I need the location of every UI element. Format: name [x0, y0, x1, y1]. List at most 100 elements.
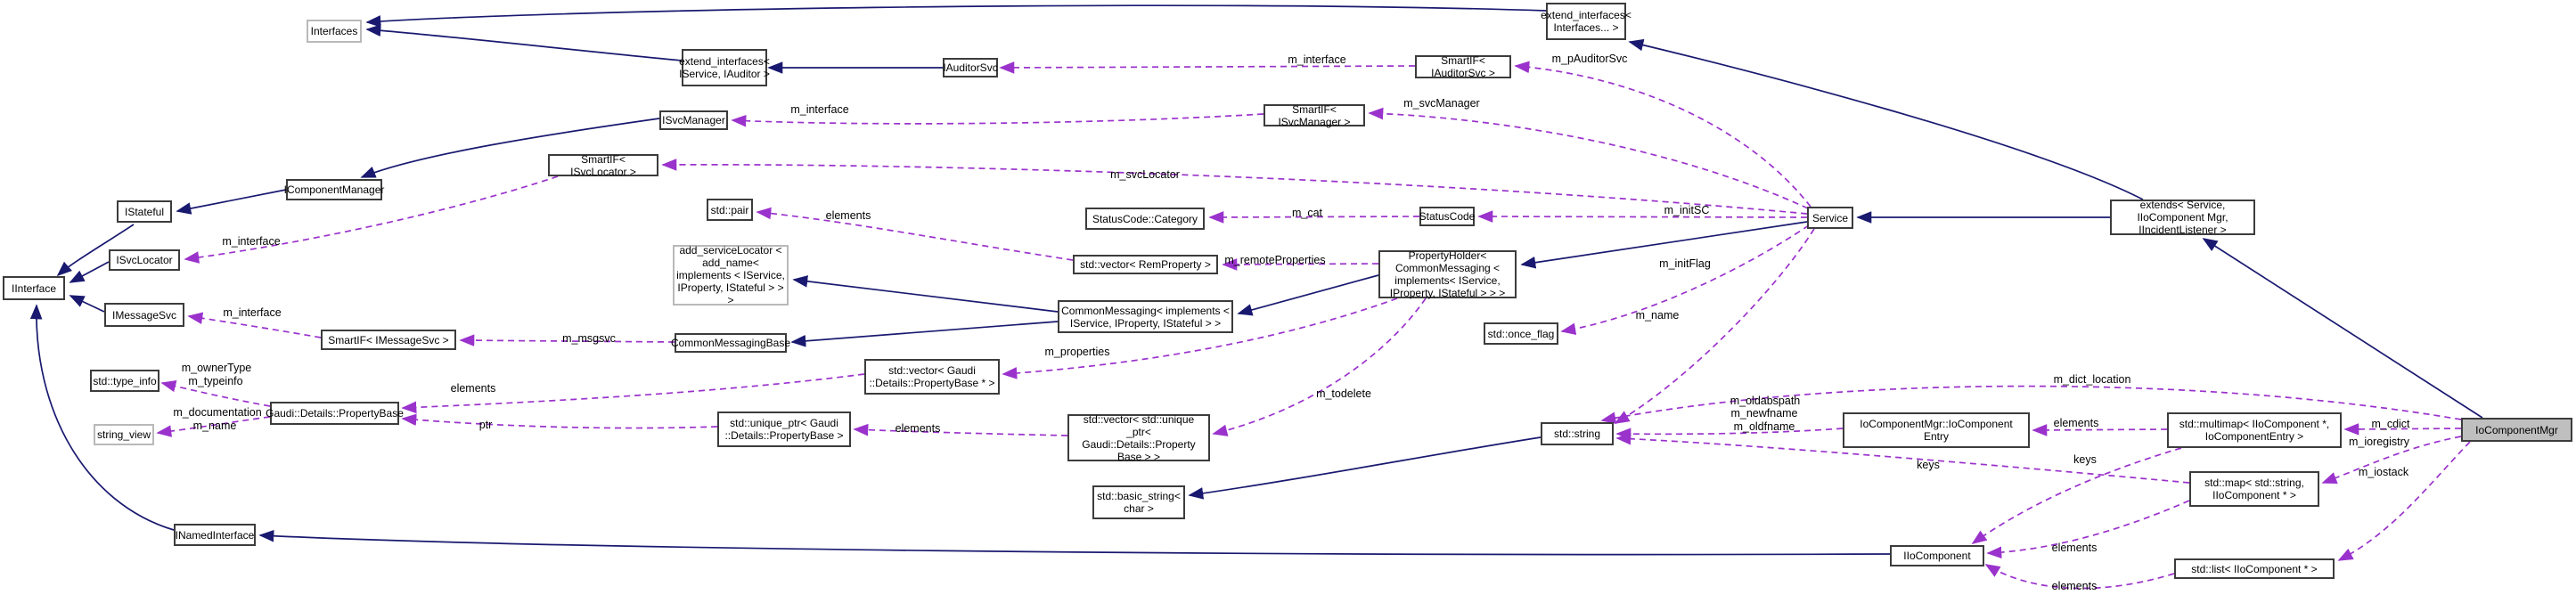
node-extend-interfaces-iservice-iauditor[interactable]: extend_interfaces< IService, IAuditor >: [679, 49, 770, 86]
node-interfaces[interactable]: Interfaces: [307, 20, 362, 43]
edge-label: m_svcLocator: [1110, 168, 1180, 181]
node-label: extends< Service, IIoComponent Mgr, IInc…: [2137, 199, 2228, 236]
node-add-servicelocator[interactable]: add_serviceLocator < add_name< implement…: [673, 244, 789, 306]
edge-label: keys: [1917, 459, 1940, 471]
node-iocomponentmgr[interactable]: IoComponentMgr: [2461, 418, 2572, 442]
node-label: IoComponentMgr::IoComponent Entry: [1860, 418, 2013, 443]
node-service[interactable]: Service: [1807, 207, 1853, 229]
node-icomponentmanager[interactable]: IComponentManager: [284, 179, 384, 200]
node-isvclocator[interactable]: ISvcLocator: [109, 249, 180, 271]
edge-smartifiauditorsvc-to-iauditorsvc: [999, 61, 1416, 74]
edge-multimap-to-iocomponententry: [2032, 424, 2168, 436]
edge-service-to-stdstring-mname: [1614, 228, 1815, 424]
node-std-map[interactable]: std::map< std::string, IIoComponent * >: [2189, 471, 2319, 507]
node-statuscode[interactable]: StatusCode: [1419, 207, 1475, 226]
node-commonmessaging[interactable]: CommonMessaging< implements < IService, …: [1058, 300, 1233, 333]
node-istateful[interactable]: IStateful: [117, 200, 172, 223]
node-label: std::vector< RemProperty >: [1080, 258, 1211, 271]
node-label: CommonMessagingBase: [670, 337, 791, 349]
node-string-view[interactable]: string_view: [94, 424, 154, 445]
node-vector-remproperty[interactable]: std::vector< RemProperty >: [1073, 255, 1218, 274]
node-label: IStateful: [124, 205, 165, 218]
node-vector-propertybase[interactable]: std::vector< Gaudi ::Details::PropertyBa…: [864, 359, 1000, 395]
node-iiocomponent[interactable]: IIoComponent: [1890, 545, 1984, 566]
edge-list-to-iiocomponent-elements: [1984, 564, 2175, 590]
node-vector-unique-ptr[interactable]: std::vector< std::unique _ptr< Gaudi::De…: [1067, 412, 1210, 463]
node-smartif-iauditorsvc[interactable]: SmartIF< IAuditorSvc >: [1415, 54, 1511, 79]
node-label: Gaudi::Details::PropertyBase: [266, 407, 404, 420]
node-label: std::vector< Gaudi ::Details::PropertyBa…: [869, 364, 995, 389]
node-propertyholder[interactable]: PropertyHolder< CommonMessaging < implem…: [1378, 249, 1517, 299]
node-commonmessagingbase[interactable]: CommonMessagingBase: [671, 333, 790, 353]
edge-service-to-smartifisvclocator: [661, 159, 1808, 215]
node-std-once-flag[interactable]: std::once_flag: [1484, 322, 1558, 345]
edge-label: ptr: [479, 419, 493, 431]
node-std-multimap[interactable]: std::multimap< IIoComponent *, IoCompone…: [2167, 412, 2342, 448]
edge-label: m_properties: [1045, 346, 1110, 358]
node-label: ISvcManager: [662, 114, 725, 126]
node-extend-interfaces-interfaces[interactable]: extend_interfaces< Interfaces... >: [1541, 3, 1631, 40]
edge-label: m_documentation: [173, 406, 261, 419]
edge-commonmessaging-to-commonmessagingbase: [790, 321, 1059, 347]
edge-iocomponentmgr-to-list: [2337, 441, 2471, 561]
node-inamedinterface[interactable]: INamedInterface: [174, 524, 256, 546]
node-iocomponententry[interactable]: IoComponentMgr::IoComponent Entry: [1843, 412, 2030, 448]
edge-label: m_name: [1636, 309, 1680, 322]
edge-label: m_typeinfo: [188, 375, 242, 387]
node-label: std::multimap< IIoComponent *, IoCompone…: [2179, 418, 2330, 443]
edge-iocomponentmgr-to-multimap: [2343, 423, 2462, 436]
edge-label: m_oldabspath: [1730, 395, 1801, 407]
node-std-basic-string[interactable]: std::basic_string< char >: [1092, 485, 1185, 519]
node-label: std::vector< std::unique _ptr< Gaudi::De…: [1082, 412, 1196, 463]
edge-service-to-onceflag: [1560, 224, 1810, 336]
node-extends-service-iiocomponentmgr[interactable]: extends< Service, IIoComponent Mgr, IInc…: [2110, 199, 2255, 236]
edge-service-to-propertyholder: [1520, 221, 1808, 269]
edge-label: elements: [451, 382, 496, 395]
edge-service-to-smartifiauditorsvc: [1514, 61, 1811, 208]
edge-map-to-stdstring-keys: [1615, 432, 2190, 484]
node-smartif-isvclocator[interactable]: SmartIF< ISvcLocator >: [548, 153, 658, 178]
edge-extifcIfc-to-interfaces: [365, 4, 1547, 28]
node-unique-ptr-propertybase[interactable]: std::unique_ptr< Gaudi ::Details::Proper…: [717, 412, 851, 447]
edge-uniqueptr-to-propertybase: [401, 413, 718, 429]
node-std-pair[interactable]: std::pair: [707, 199, 753, 221]
node-std-string[interactable]: std::string: [1541, 422, 1614, 445]
node-gaudi-details-propertybase[interactable]: Gaudi::Details::PropertyBase: [266, 402, 404, 425]
node-isvcmanager[interactable]: ISvcManager: [659, 110, 728, 130]
node-imessagesvc[interactable]: IMessageSvc: [104, 303, 184, 327]
edge-label: elements: [2054, 417, 2099, 429]
edge-label: m_svcManager: [1403, 97, 1479, 110]
edge-inamedinterface-to-iinterface: [29, 304, 175, 531]
node-label: IoComponentMgr: [2475, 423, 2558, 436]
node-label: SmartIF< ISvcManager >: [1278, 102, 1351, 128]
node-label: IIoComponent: [1903, 550, 1971, 562]
node-std-list[interactable]: std::list< IIoComponent * >: [2174, 558, 2335, 579]
node-label: StatusCode: [1419, 210, 1476, 223]
node-label: Service: [1811, 211, 1848, 224]
node-statuscode-category[interactable]: StatusCode::Category: [1085, 208, 1205, 230]
node-label: SmartIF< IAuditorSvc >: [1431, 54, 1495, 79]
node-label: std::pair: [710, 203, 749, 216]
node-iinterface[interactable]: IInterface: [3, 276, 65, 300]
edge-iocomponentmgr-to-map: [2321, 436, 2462, 484]
edge-vectorremproperty-to-stdpair: [756, 207, 1074, 261]
node-label: std::list< IIoComponent * >: [2191, 562, 2318, 575]
edge-label: m_remoteProperties: [1224, 254, 1325, 266]
node-label: SmartIF< IMessageSvc >: [328, 333, 449, 346]
node-label: StatusCode::Category: [1092, 212, 1198, 225]
edge-stdstring-to-basicstring: [1188, 436, 1542, 500]
node-std-type-info[interactable]: std::type_info: [90, 370, 159, 392]
edge-label: m_interface: [790, 103, 848, 116]
edge-propertyholder-to-vectorremproperty: [1222, 258, 1379, 271]
edge-label: m_interface: [223, 306, 281, 319]
edge-service-to-statuscode: [1477, 210, 1808, 223]
edge-label: m_ownerType: [182, 362, 252, 374]
node-smartif-imessagesvc[interactable]: SmartIF< IMessageSvc >: [321, 330, 456, 350]
node-smartif-isvcmanager[interactable]: SmartIF< ISvcManager >: [1263, 102, 1365, 128]
node-iauditorsvc[interactable]: IAuditorSvc: [943, 58, 998, 77]
edge-label: m_initSC: [1664, 204, 1710, 216]
node-label: add_serviceLocator < add_name< implement…: [676, 244, 785, 306]
node-label: CommonMessaging< implements < IService, …: [1061, 304, 1230, 330]
